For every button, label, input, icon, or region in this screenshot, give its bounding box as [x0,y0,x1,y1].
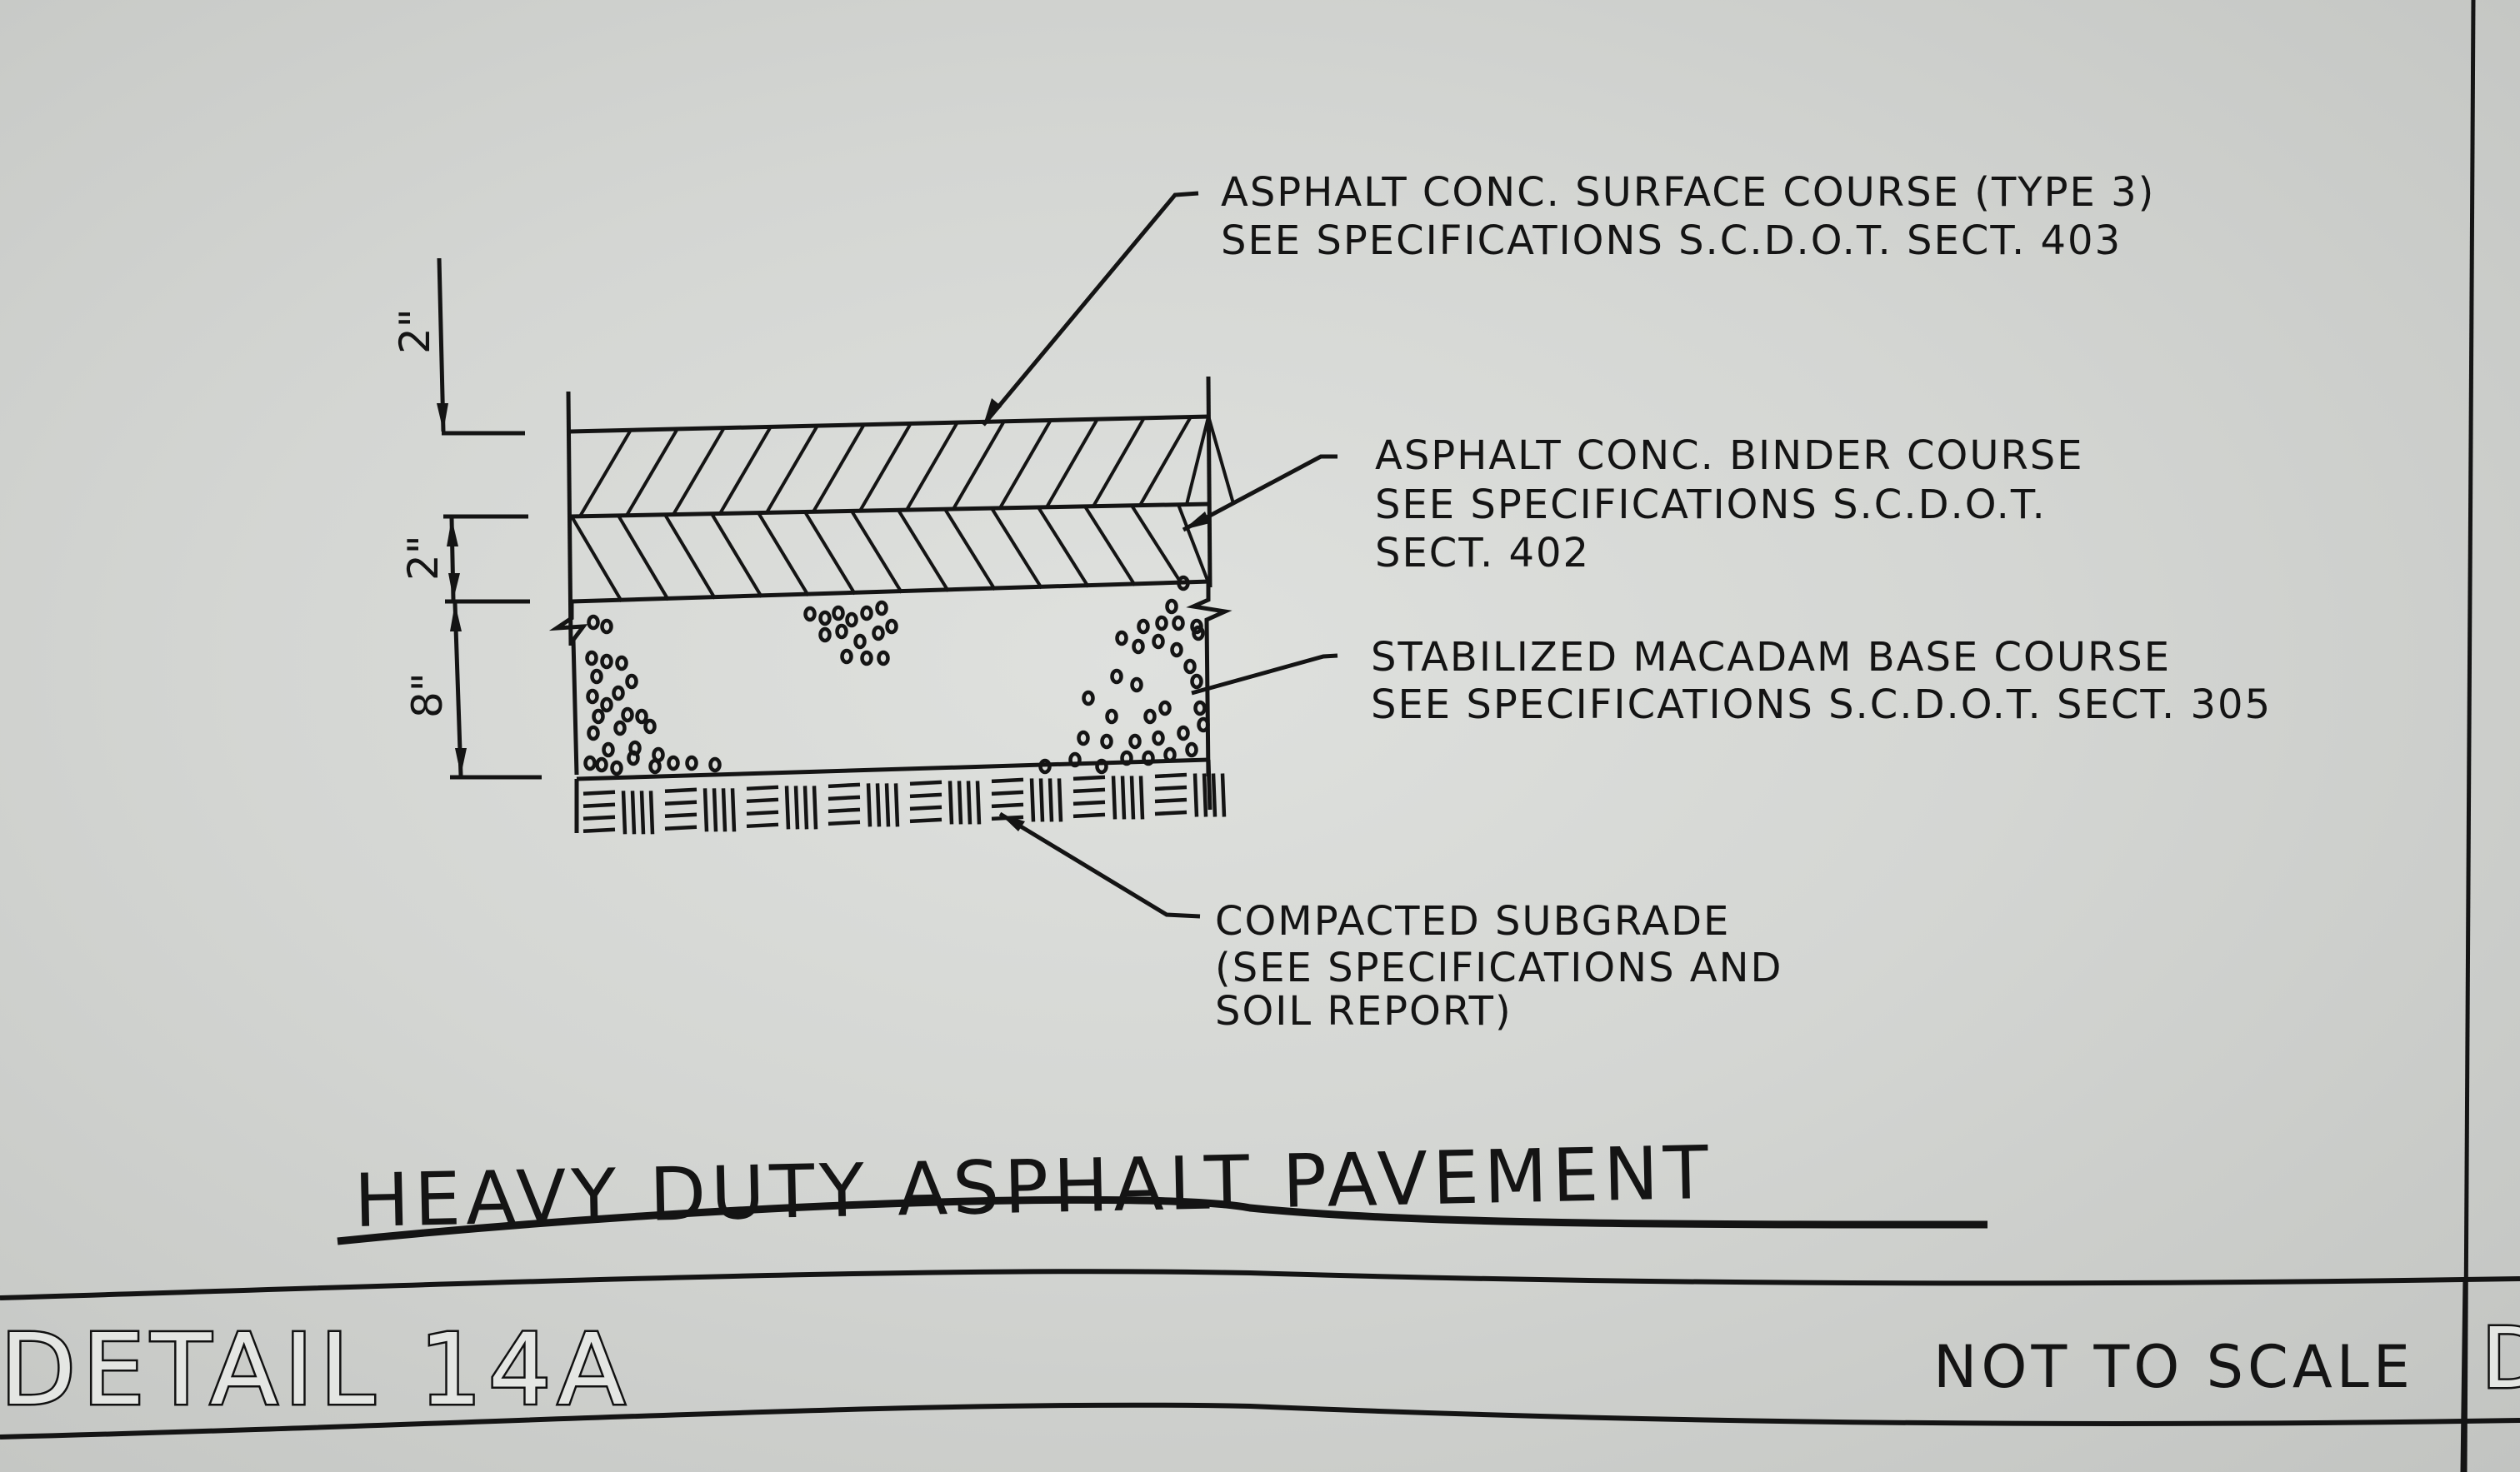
base-right-break-line [1186,583,1232,777]
callout-subgrade-line-3: SOIL REPORT) [1215,988,1512,1035]
callout-binder-line-2: SEE SPECIFICATIONS S.C.D.O.T. [1375,482,2047,528]
pavement-cross-section [548,376,1235,835]
dim-label-surface: 2" [391,308,439,354]
dimension-lines: 2" 2" 8" [391,257,542,780]
callout-binder: ASPHALT CONC. BINDER COURSE SEE SPECIFIC… [1375,432,2084,576]
callout-subgrade: COMPACTED SUBGRADE (SEE SPECIFICATIONS A… [1215,898,1783,1035]
title-block-bottom-border [0,1402,2520,1440]
surface-top-line [569,414,1211,434]
callout-surface-line-2: SEE SPECIFICATIONS S.C.D.O.T. SECT. 403 [1221,217,2122,264]
dim-line-surface [437,257,446,432]
leader-base [1191,653,1338,696]
leader-surface [982,191,1199,427]
dim-label-base: 8" [403,672,452,718]
dim-arrow-binder-down [448,573,460,600]
base-left-break-line [548,601,588,776]
title-block-top-border [0,1269,2520,1300]
title-block-divider [2460,1278,2468,1472]
binder-bottom-line [571,579,1211,604]
leader-surface-arrow [983,398,1002,425]
leader-binder-arrow [1183,511,1210,530]
subgrade-earth-pattern [582,772,1227,835]
title-underline [337,1195,1988,1245]
base-aggregate-pattern [583,575,1210,776]
callout-surface-line-1: ASPHALT CONC. SURFACE COURSE (TYPE 3) [1221,169,2155,216]
leader-subgrade-arrow [1000,814,1025,831]
drawing-title: HEAVY DUTY ASPHALT PAVEMENT [353,1130,1714,1244]
binder-hatch-pattern [570,504,1210,602]
callout-binder-line-3: SECT. 402 [1375,530,1590,576]
callout-subgrade-line-2: (SEE SPECIFICATIONS AND [1215,945,1783,991]
sheet-edge-glyph: D [2482,1310,2520,1407]
surface-binder-interface [569,501,1211,519]
callout-base-line-1: STABILIZED MACADAM BASE COURSE [1371,634,2171,681]
callout-subgrade-line-1: COMPACTED SUBGRADE [1215,898,1730,945]
dim-arrow-base-up [450,603,462,631]
dim-label-binder: 2" [399,535,448,581]
surface-course-layer [569,414,1235,519]
dim-arrow-surface [437,403,448,432]
surface-hatch-pattern [578,415,1235,517]
callout-base: STABILIZED MACADAM BASE COURSE SEE SPECI… [1371,634,2272,728]
sheet-border-right [2462,0,2476,1472]
detail-label: DETAIL 14A [0,1312,632,1427]
right-extension-line [1206,376,1212,588]
callout-base-line-2: SEE SPECIFICATIONS S.C.D.O.T. SECT. 305 [1371,681,2272,728]
callout-surface: ASPHALT CONC. SURFACE COURSE (TYPE 3) SE… [1221,169,2155,264]
dim-arrow-base-down [455,748,467,776]
callout-binder-line-1: ASPHALT CONC. BINDER COURSE [1375,432,2084,479]
leader-binder [1182,454,1338,532]
leader-subgrade [998,811,1201,919]
subgrade-right-edge [1206,759,1212,811]
dim-line-base [452,602,463,776]
binder-course-layer [570,504,1211,604]
scale-note: NOT TO SCALE [1933,1333,2414,1401]
dim-arrow-binder-up [447,518,458,546]
subgrade-top-line [576,757,1209,781]
callout-leaders [982,191,1338,919]
